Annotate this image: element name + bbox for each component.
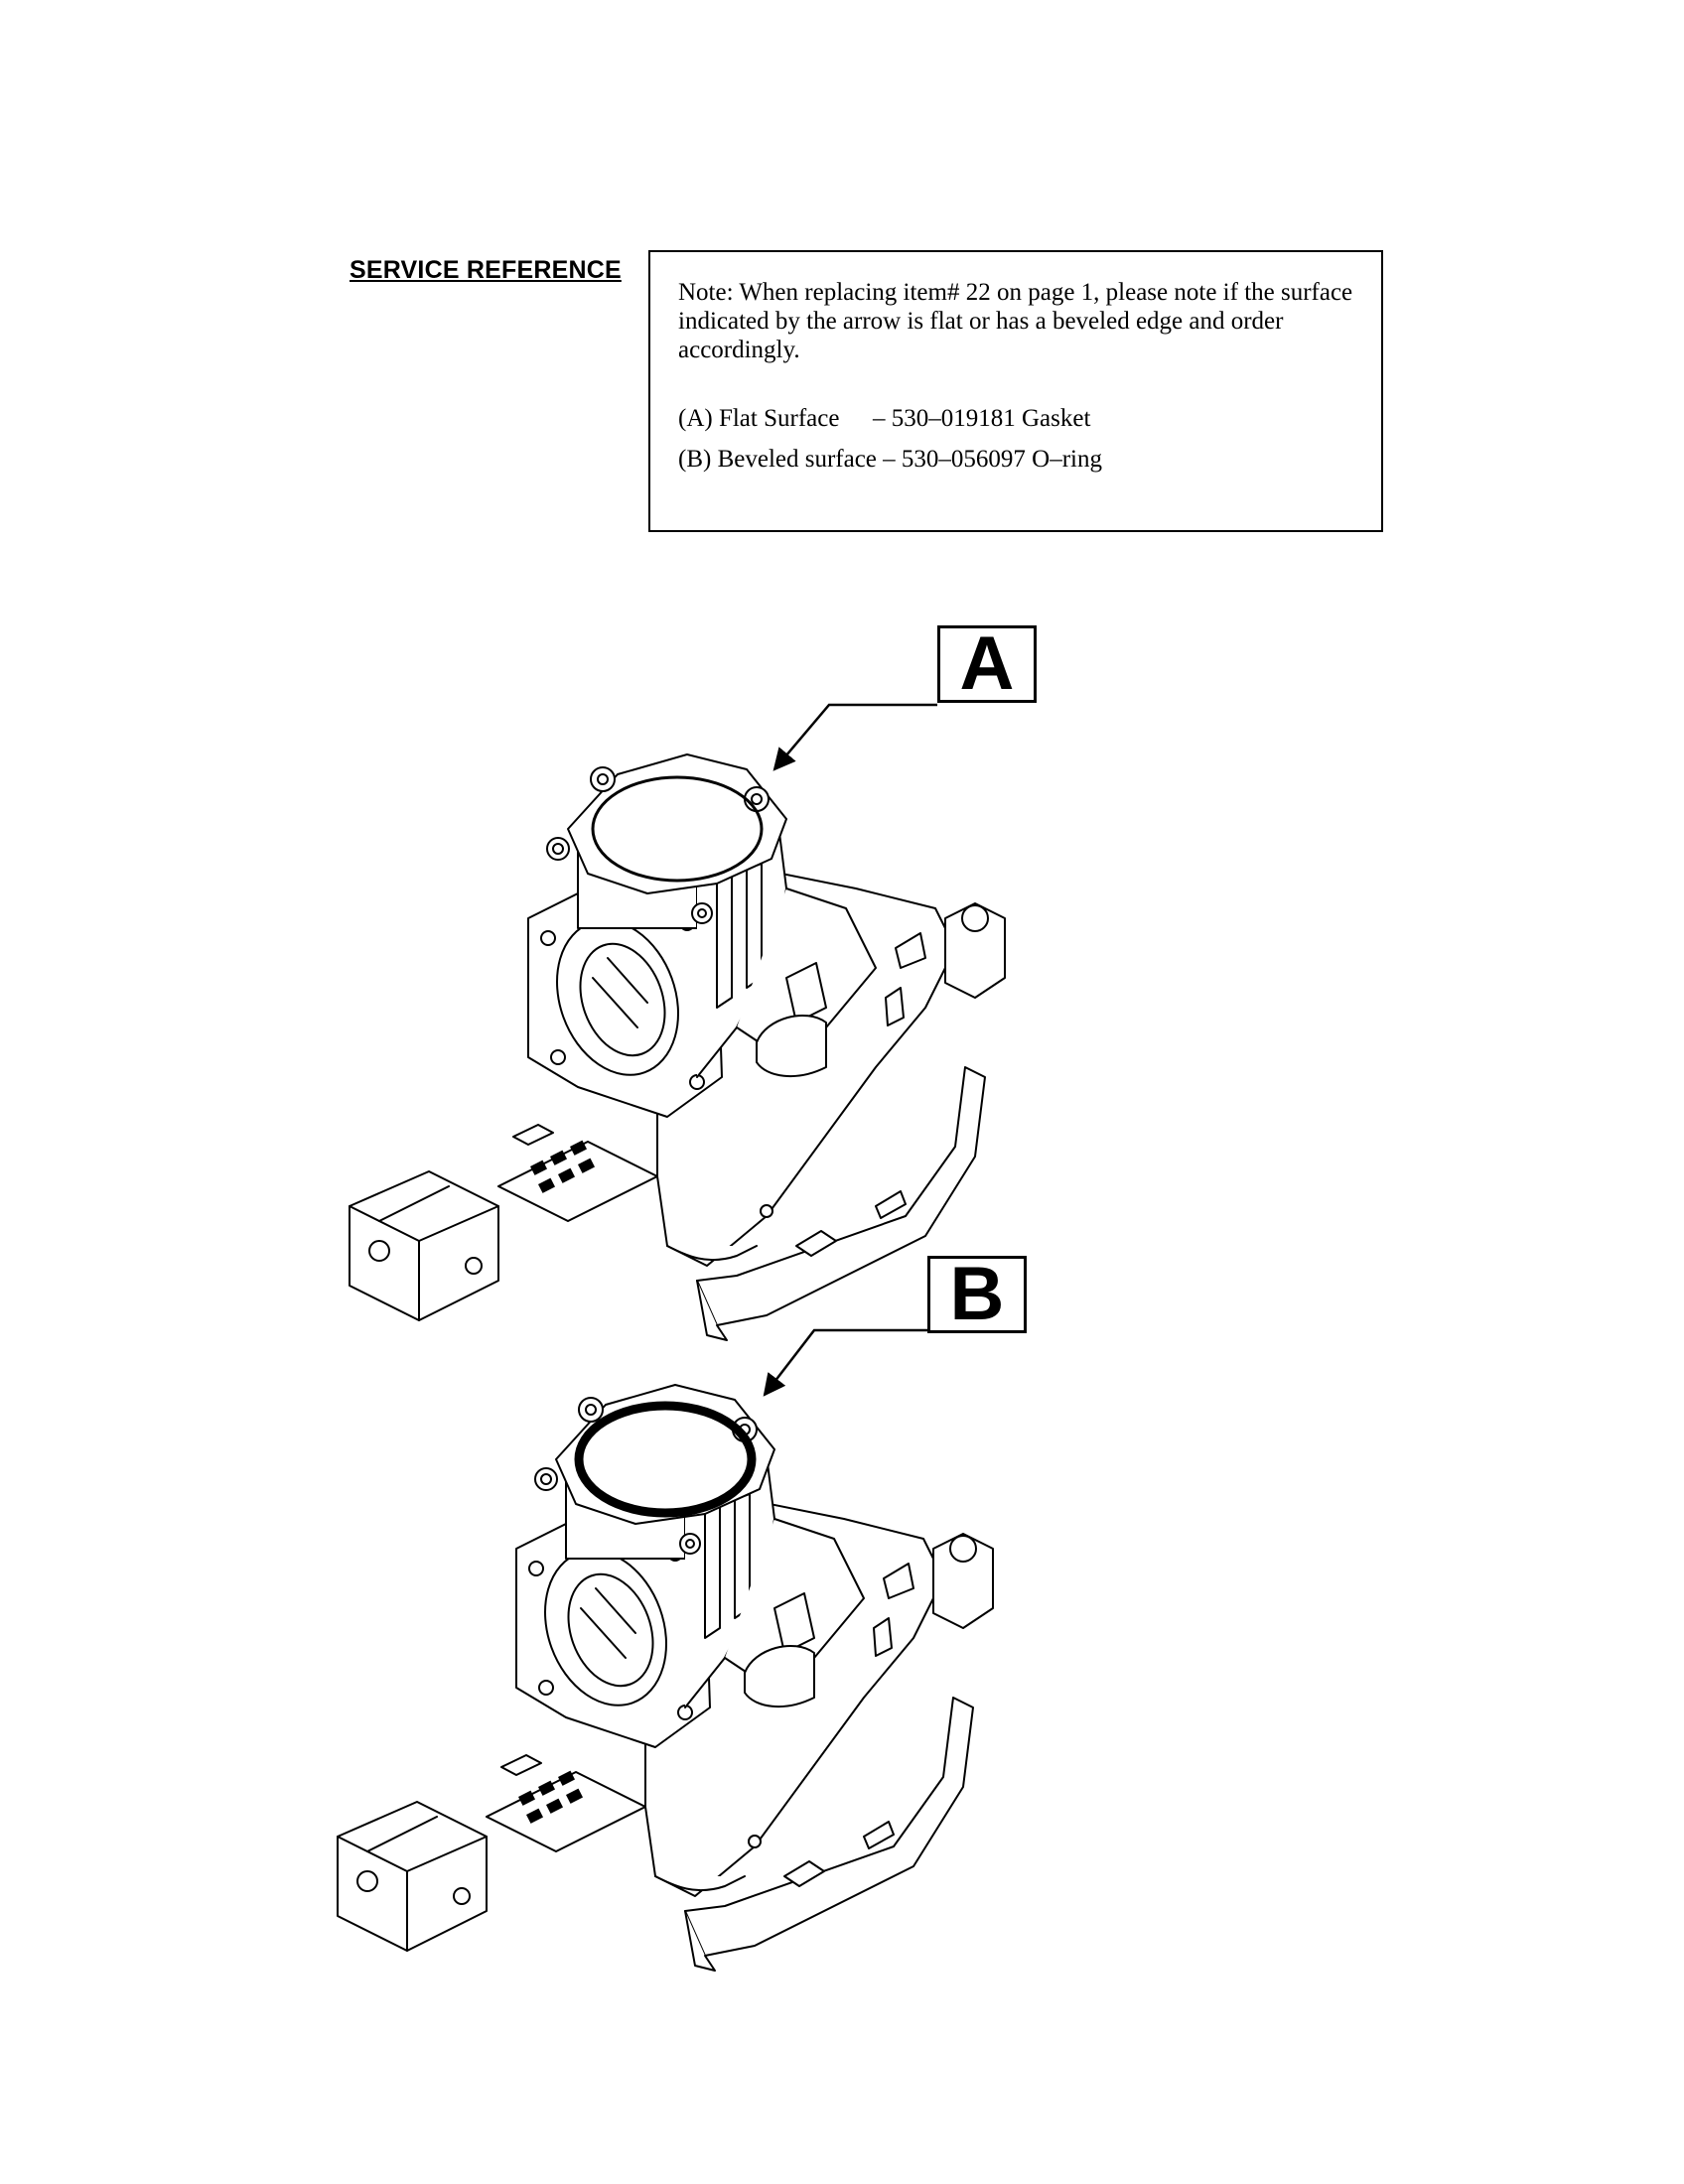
leader-arrow-b [763,1328,927,1397]
crankcase-drawing-b [337,1384,994,1972]
part-b-number: – 530–056097 O–ring [883,446,1102,473]
crankcase-drawing-a [349,753,1006,1341]
note-box: Note: When replacing item# 22 on page 1,… [648,250,1383,532]
part-b-label: (B) Beveled surface [678,446,877,473]
part-a-label: (A) Flat Surface [678,405,840,432]
figure-label-b: B [927,1256,1027,1333]
part-line-a: (A) Flat Surface – 530–019181 Gasket [678,404,1363,433]
leader-arrow-a [772,703,937,771]
note-text: Note: When replacing item# 22 on page 1,… [678,279,1353,363]
figure-label-a: A [937,625,1037,703]
part-a-number: – 530–019181 Gasket [873,405,1091,432]
section-title: SERVICE REFERENCE [350,256,622,284]
part-line-b: (B) Beveled surface – 530–056097 O–ring [678,445,1363,474]
